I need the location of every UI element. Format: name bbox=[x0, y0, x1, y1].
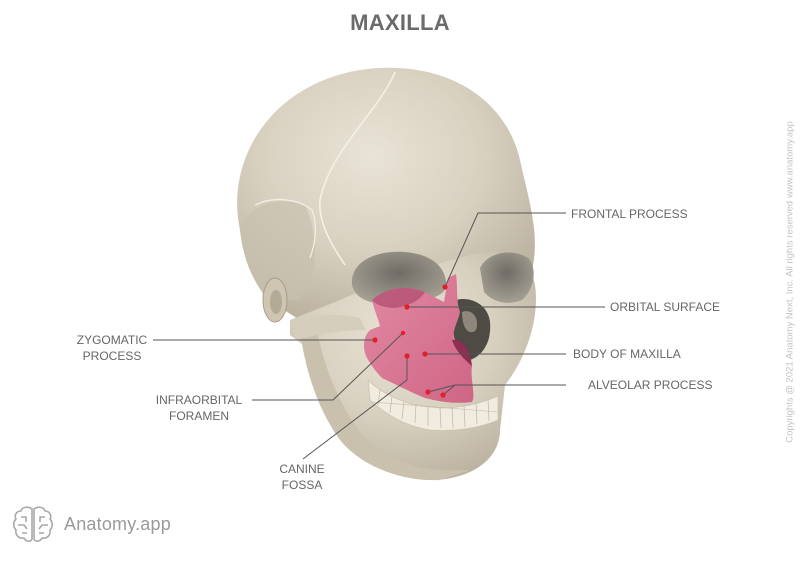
label-infraorbital-line-2: FORAMEN bbox=[169, 409, 229, 423]
teeth bbox=[367, 378, 499, 431]
label-frontal-process: FRONTAL PROCESS bbox=[571, 207, 688, 221]
leader-alveolar-process-2 bbox=[442, 384, 456, 396]
brain-icon bbox=[12, 506, 54, 542]
leader-frontal-process bbox=[444, 212, 566, 288]
leader-infraorbital-foramen bbox=[252, 332, 404, 401]
label-orbital-surface: ORBITAL SURFACE bbox=[610, 300, 721, 314]
dot-frontal-process bbox=[442, 284, 448, 290]
label-canine-line-1: CANINE bbox=[279, 462, 325, 476]
label-body-of-maxilla: BODY OF MAXILLA bbox=[573, 347, 681, 361]
brand-name: Anatomy.app bbox=[64, 513, 171, 534]
label-zygomatic-process: ZYGOMATIC PROCESS bbox=[72, 332, 152, 364]
dot-alveolar-process-2 bbox=[440, 392, 446, 398]
diagram-title: MAXILLA bbox=[350, 10, 450, 35]
dot-orbital-surface bbox=[404, 304, 410, 310]
label-zygomatic-line-2: PROCESS bbox=[82, 349, 142, 363]
brand-logo: Anatomy.app bbox=[12, 505, 171, 543]
label-canine-fossa: CANINE FOSSA bbox=[270, 461, 334, 493]
label-alveolar-process: ALVEOLAR PROCESS bbox=[588, 378, 713, 392]
dot-body-of-maxilla bbox=[422, 351, 428, 357]
label-zygomatic-line-1: ZYGOMATIC bbox=[76, 333, 148, 347]
copyright-text: Copyrights @ 2021 Anatomy Next, Inc. All… bbox=[784, 121, 796, 443]
dot-infraorbital-foramen bbox=[400, 330, 406, 336]
dot-canine-fossa bbox=[404, 353, 410, 359]
pointer-dots bbox=[372, 284, 448, 398]
dot-alveolar-process-1 bbox=[425, 389, 431, 395]
label-infraorbital-line-1: INFRAORBITAL bbox=[155, 393, 243, 407]
dot-zygomatic-process bbox=[372, 337, 378, 343]
label-infraorbital-foramen: INFRAORBITAL FORAMEN bbox=[150, 392, 248, 424]
maxilla-highlight bbox=[363, 274, 474, 403]
copyright-notice: Copyrights @ 2021 Anatomy Next, Inc. All… bbox=[778, 92, 800, 472]
label-canine-line-2: FOSSA bbox=[281, 478, 323, 492]
leader-canine-fossa bbox=[302, 356, 408, 460]
cranium bbox=[237, 67, 535, 323]
leader-lines bbox=[153, 212, 605, 460]
